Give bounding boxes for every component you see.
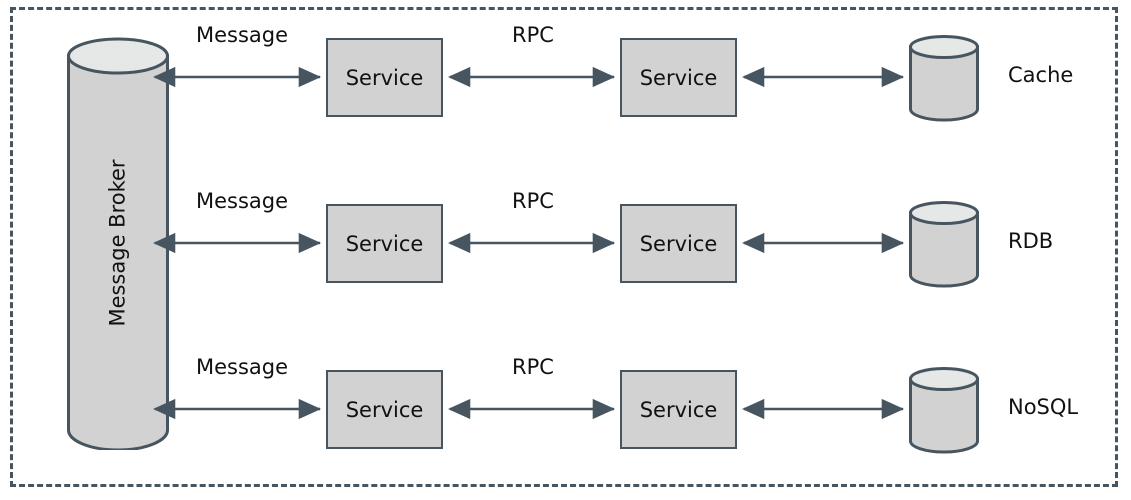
rdb-label: RDB: [1008, 229, 1054, 253]
message-broker-cylinder: Message Broker: [66, 36, 170, 452]
nosql-cylinder: [908, 366, 980, 454]
service-box-row2-right[interactable]: Service: [620, 204, 737, 283]
cache-cylinder: [908, 34, 980, 122]
edge-label-row1-rpc: RPC: [512, 23, 554, 47]
nosql-top-ellipse: [909, 367, 979, 391]
edge-label-row2-rpc: RPC: [512, 189, 554, 213]
cache-top-ellipse: [909, 35, 979, 59]
rdb-top-ellipse: [909, 201, 979, 225]
rdb-body: [909, 211, 979, 288]
nosql-body: [909, 377, 979, 454]
broker-top-ellipse: [67, 37, 169, 75]
service-box-row1-right[interactable]: Service: [620, 38, 737, 117]
edge-label-row3-rpc: RPC: [512, 355, 554, 379]
edge-label-row1-message: Message: [195, 23, 289, 47]
service-box-row3-left[interactable]: Service: [326, 370, 443, 449]
service-box-row1-left[interactable]: Service: [326, 38, 443, 117]
rdb-cylinder: [908, 200, 980, 288]
broker-body: [67, 54, 169, 452]
rdb-shape-svg: [909, 201, 979, 288]
cache-shape-svg: [909, 35, 979, 122]
nosql-shape-svg: [909, 367, 979, 454]
edge-label-row2-message: Message: [195, 189, 289, 213]
nosql-label: NoSQL: [1008, 395, 1079, 419]
cache-label: Cache: [1008, 63, 1074, 87]
broker-shape-svg: [67, 37, 169, 452]
edge-label-row3-message: Message: [195, 355, 289, 379]
cache-body: [909, 45, 979, 122]
service-box-row3-right[interactable]: Service: [620, 370, 737, 449]
service-box-row2-left[interactable]: Service: [326, 204, 443, 283]
system-boundary: [10, 7, 1118, 487]
